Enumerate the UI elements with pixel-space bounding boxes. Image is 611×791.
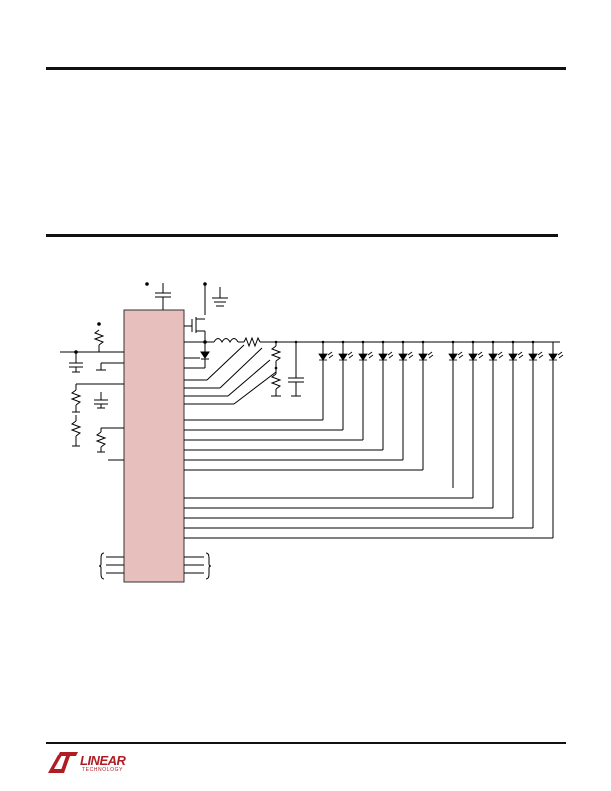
logo-wordmark: LINEAR [80,753,126,768]
top-rule [46,67,566,70]
figure-rule [46,234,558,237]
led-6 [418,351,434,361]
led-2 [338,351,354,361]
led-3 [358,351,374,361]
led-4 [378,351,394,361]
linear-logo-icon [48,752,78,773]
footer-rule [46,742,566,744]
led-1 [318,351,334,361]
led-10 [508,351,524,361]
led-9 [488,351,504,361]
led-array [318,351,564,361]
led-8 [468,351,484,361]
logo-subtitle: TECHNOLOGY [82,767,124,773]
led-5 [398,351,414,361]
controller-ic [123,309,185,583]
led-7 [448,351,464,361]
led-12 [548,351,564,361]
led-11 [528,351,544,361]
